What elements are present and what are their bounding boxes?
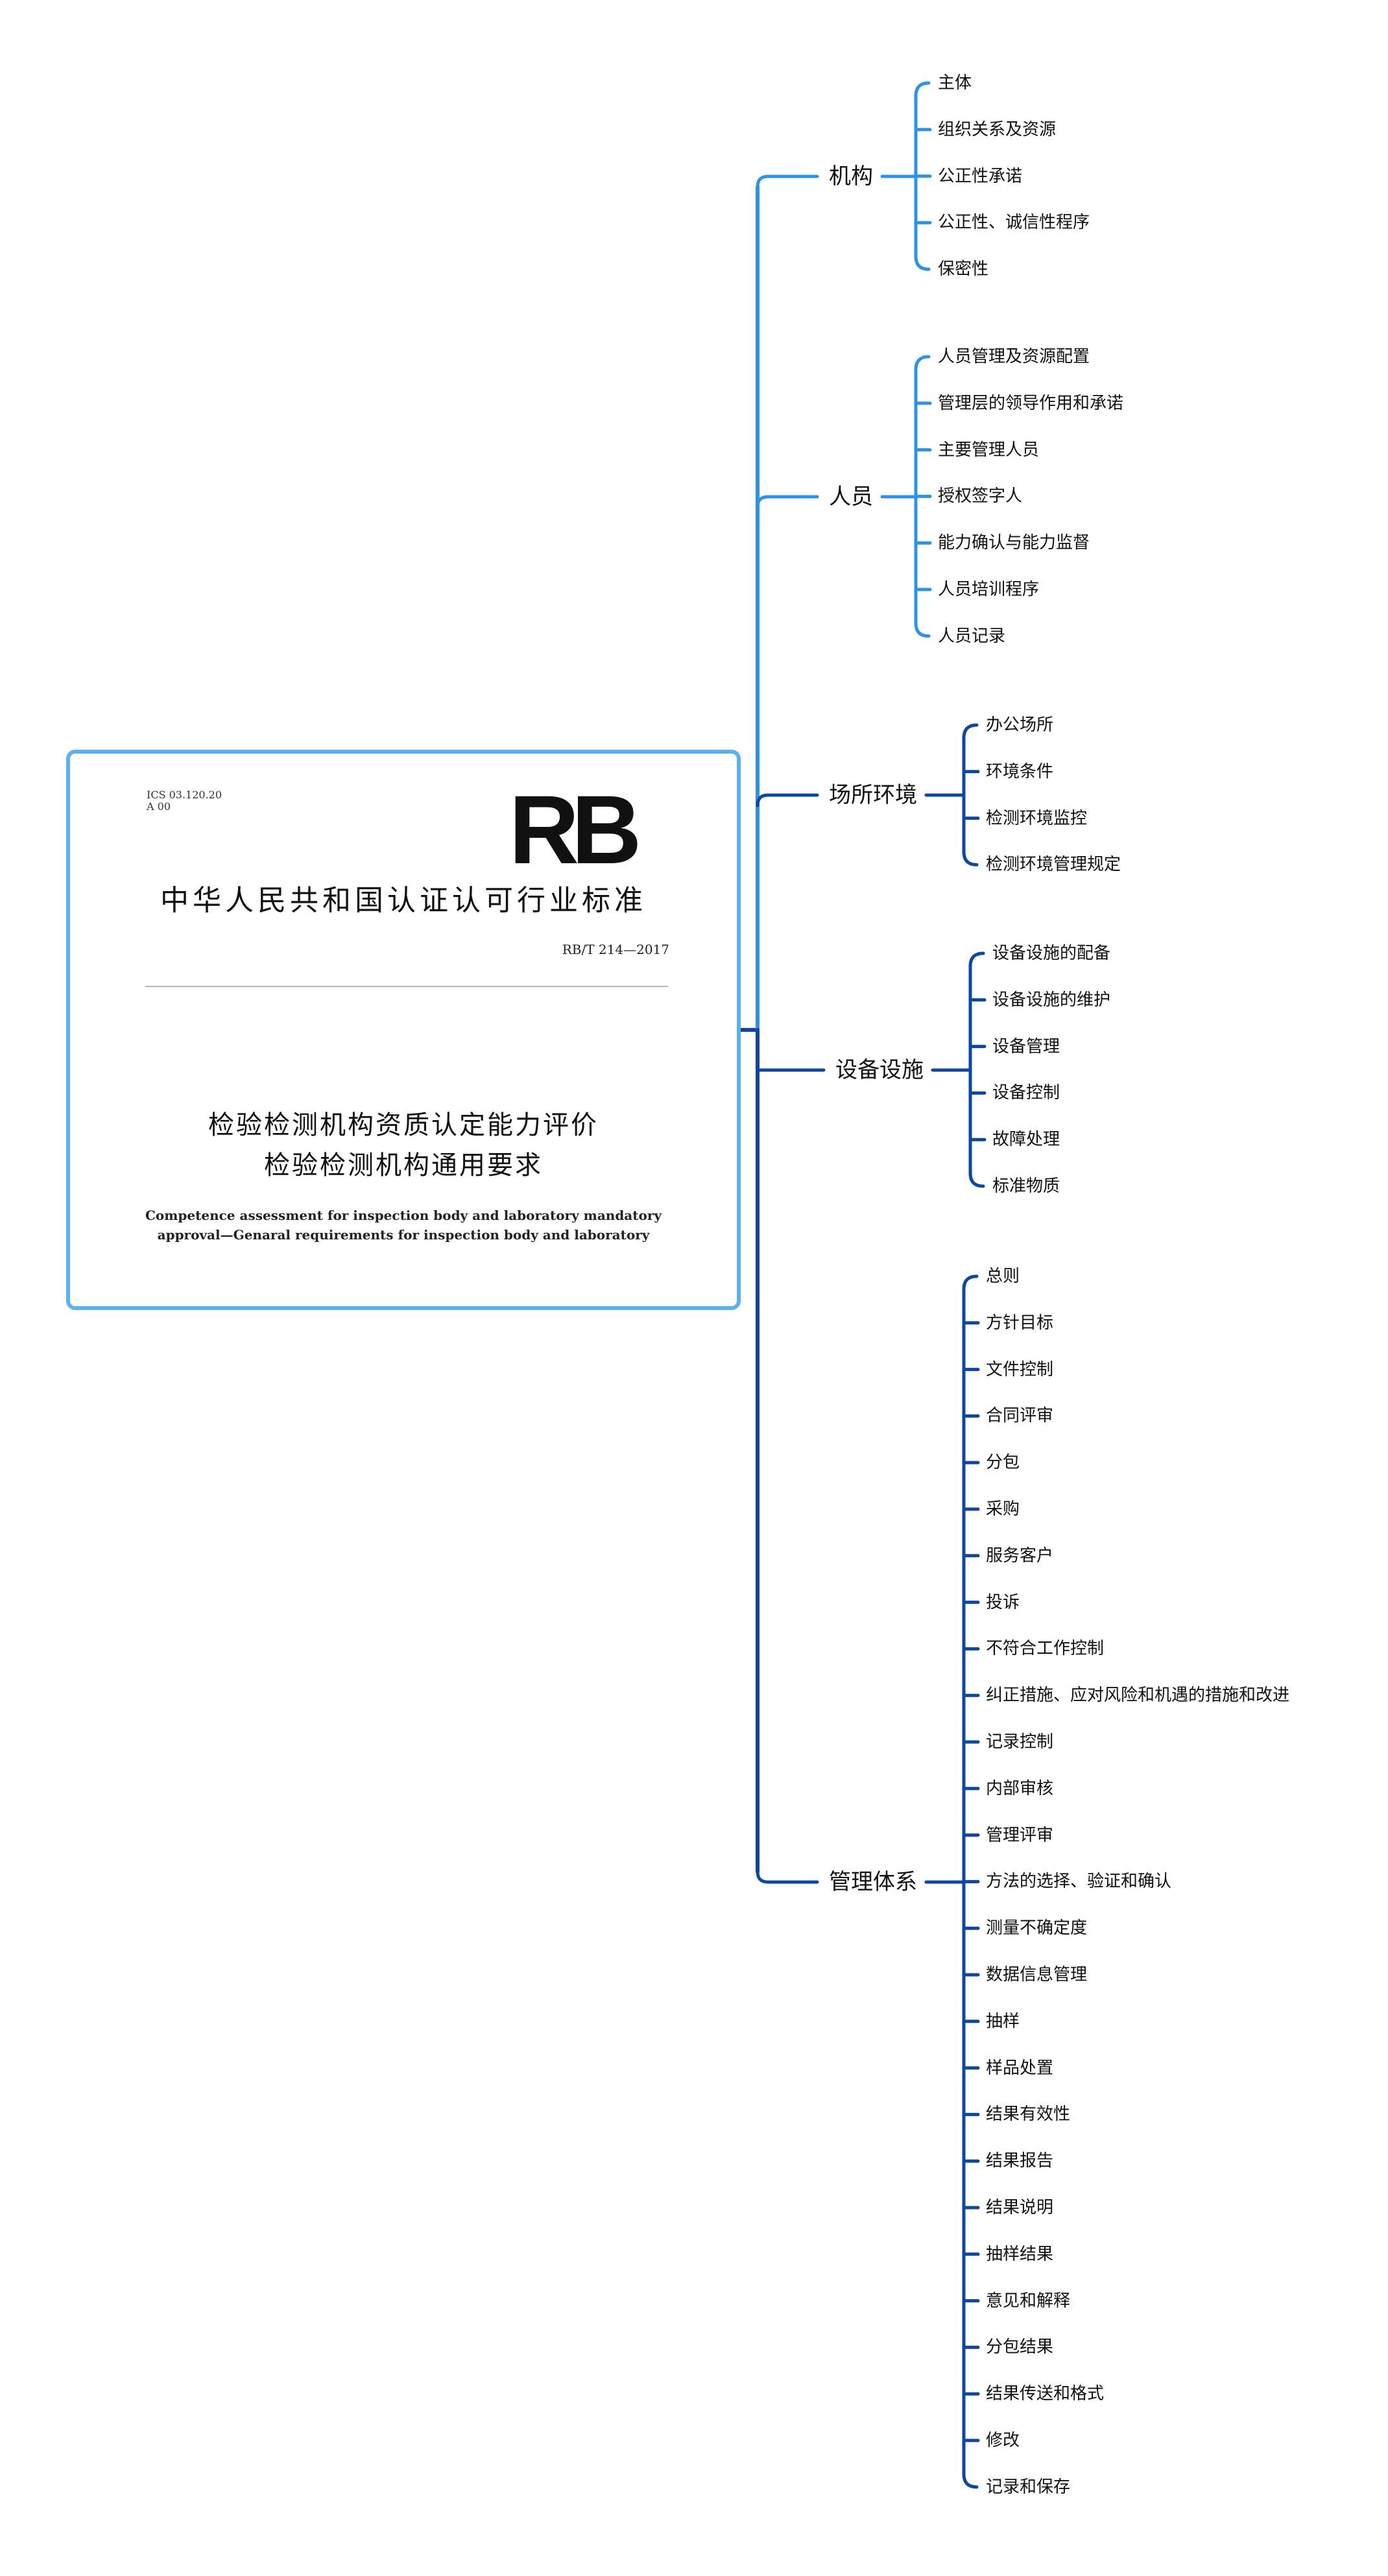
branch-5-item-24: 分包结果 <box>986 2337 1054 2357</box>
ics-number: ICS 03.120.20 <box>147 789 222 801</box>
branch-5-item-25: 结果传送和格式 <box>986 2384 1105 2404</box>
branch-4-spine <box>968 951 985 1188</box>
branch-3-item-3: 检测环境监控 <box>986 808 1088 828</box>
branch-4-item-2: 设备设施的维护 <box>992 990 1111 1010</box>
branch-2-item-6: 人员培训程序 <box>938 580 1040 599</box>
branch-5-item-13: 管理评审 <box>986 1825 1054 1845</box>
branch-5-item-5: 分包 <box>986 1453 1020 1473</box>
branch-3-label: 场所环境 <box>829 782 917 808</box>
branch-5-item-11: 记录控制 <box>986 1732 1054 1752</box>
branch-1-item-4: 公正性、诚信性程序 <box>938 213 1090 233</box>
branch-5-connector <box>756 1870 819 1884</box>
document-title-line2: 检验检测机构通用要求 <box>264 1151 543 1180</box>
branch-1-connector <box>756 174 819 189</box>
branch-2-connector <box>756 495 819 509</box>
branch-5-item-16: 数据信息管理 <box>986 1965 1088 1985</box>
branch-5-item-26: 修改 <box>986 2431 1020 2450</box>
branch-4-item-3: 设备管理 <box>992 1036 1060 1056</box>
branch-3-connector <box>756 793 819 807</box>
branch-3-item-4: 检测环境管理规定 <box>986 855 1121 875</box>
ics-code: A 00 <box>147 800 171 813</box>
branch-1-label: 机构 <box>829 163 873 189</box>
branch-2-item-7: 人员记录 <box>938 626 1006 646</box>
branch-4-label: 设备设施 <box>835 1057 924 1083</box>
branch-4-item-1: 设备设施的配备 <box>992 944 1111 963</box>
branch-4-item-6: 标准物质 <box>992 1176 1060 1196</box>
branch-5-item-3: 文件控制 <box>986 1359 1054 1379</box>
branch-5-item-18: 样品处置 <box>986 2058 1054 2078</box>
branch-2-item-3: 主要管理人员 <box>938 440 1040 460</box>
branch-4-item-5: 故障处理 <box>992 1130 1060 1150</box>
document-title-line1: 检验检测机构资质认定能力评价 <box>208 1110 599 1140</box>
english-title-line2: approval—Genaral requirements for inspec… <box>157 1227 650 1243</box>
branch-5-item-10: 纠正措施、应对风险和机遇的措施和改进 <box>986 1686 1290 1706</box>
branch-5-item-23: 意见和解释 <box>986 2291 1071 2311</box>
branch-3-item-2: 环境条件 <box>986 761 1054 781</box>
branch-5-item-19: 结果有效性 <box>986 2105 1071 2125</box>
branch-2-item-4: 授权签字人 <box>938 486 1023 507</box>
branch-5-item-6: 采购 <box>986 1499 1020 1519</box>
branch-5-item-1: 总则 <box>986 1267 1020 1286</box>
standard-title: 中华人民共和国认证认可行业标准 <box>160 884 647 917</box>
english-title-line1: Competence assessment for inspection bod… <box>145 1208 662 1223</box>
cover-divider <box>145 986 668 987</box>
branch-5-item-15: 测量不确定度 <box>986 1918 1088 1938</box>
branch-2-item-1: 人员管理及资源配置 <box>938 347 1090 366</box>
branch-2-item-5: 能力确认与能力监督 <box>938 533 1090 553</box>
branch-5-item-20: 结果报告 <box>986 2151 1054 2171</box>
rb-logo: RB <box>509 775 642 884</box>
branch-5-item-22: 抽样结果 <box>986 2244 1054 2264</box>
branch-5-item-12: 内部审核 <box>986 1778 1054 1798</box>
branch-1-item-1: 主体 <box>938 73 972 93</box>
branch-5-item-8: 投诉 <box>986 1592 1020 1612</box>
branch-5-item-2: 方针目标 <box>986 1313 1054 1333</box>
branch-5-item-17: 抽样 <box>986 2011 1020 2031</box>
branch-2-item-2: 管理层的领导作用和承诺 <box>938 393 1124 413</box>
branch-5-item-4: 合同评审 <box>986 1406 1054 1426</box>
branch-5-item-21: 结果说明 <box>986 2198 1054 2217</box>
branch-1-item-2: 组织关系及资源 <box>938 119 1057 139</box>
branch-4-item-4: 设备控制 <box>992 1083 1060 1103</box>
branch-5-item-14: 方法的选择、验证和确认 <box>986 1872 1172 1892</box>
branch-2-label: 人员 <box>829 484 873 510</box>
branch-1-item-5: 保密性 <box>938 259 989 280</box>
branch-5-item-27: 记录和保存 <box>986 2477 1071 2497</box>
branch-5-item-7: 服务客户 <box>986 1545 1054 1566</box>
standard-cover: ICS 03.120.20 A 00 RB 中华人民共和国认证认可行业标准 RB… <box>66 750 741 1310</box>
branch-1-item-3: 公正性承诺 <box>938 166 1023 186</box>
branch-3-item-1: 办公场所 <box>986 715 1054 735</box>
branch-5-label: 管理体系 <box>829 1869 917 1895</box>
branch-3-spine <box>962 723 979 866</box>
branch-5-item-9: 不符合工作控制 <box>986 1639 1105 1659</box>
standard-number: RB/T 214—2017 <box>562 942 669 957</box>
